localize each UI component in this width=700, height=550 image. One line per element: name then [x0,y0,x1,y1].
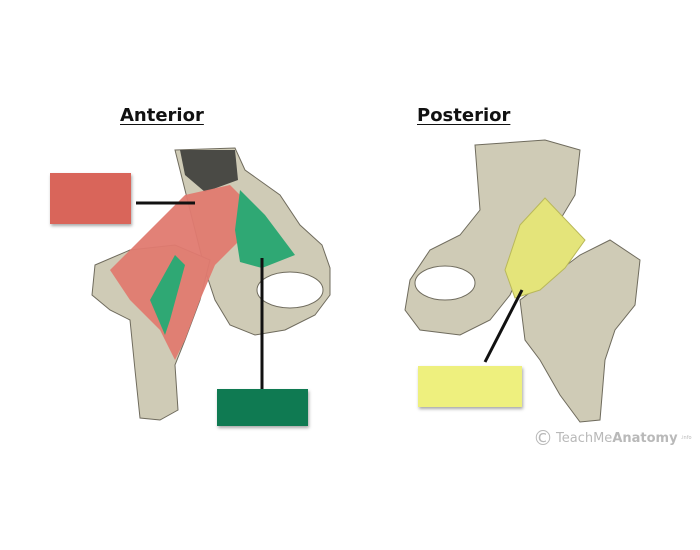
yellow-label-box[interactable] [418,366,522,407]
watermark-suffix: .info [680,435,692,441]
green-muscle-left [150,255,185,335]
watermark-light: TeachMe [556,430,613,446]
posterior-foramen [414,265,476,301]
ischiofemoral-ligament [504,197,586,299]
posterior-hip-bones [404,139,641,423]
anterior-title: Anterior [120,105,204,126]
anterior-hip-bones [91,147,331,421]
posterior-title: Posterior [417,105,511,126]
green-label-box[interactable] [217,389,308,426]
copyright-icon: © [533,426,553,450]
posterior-femur [519,239,641,423]
obturator-foramen [256,271,324,309]
pubofemoral-ligament [235,190,295,268]
watermark-bold: Anatomy [612,430,678,446]
anterior-acetabulum-dark [180,150,238,192]
red-label-box[interactable] [50,173,131,224]
yellow-leader-line [483,289,524,363]
